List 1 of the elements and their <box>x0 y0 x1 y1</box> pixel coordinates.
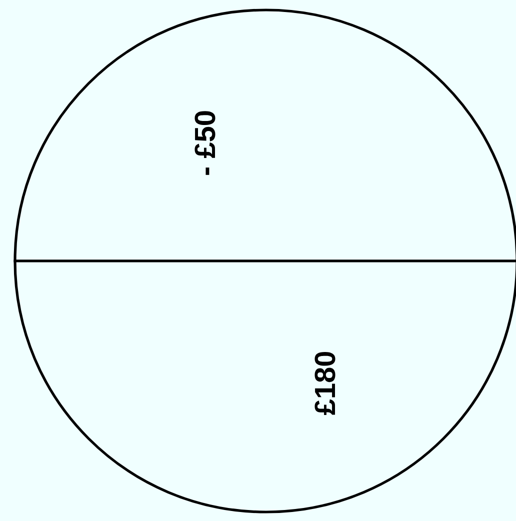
node-label: £180 <box>314 352 336 415</box>
